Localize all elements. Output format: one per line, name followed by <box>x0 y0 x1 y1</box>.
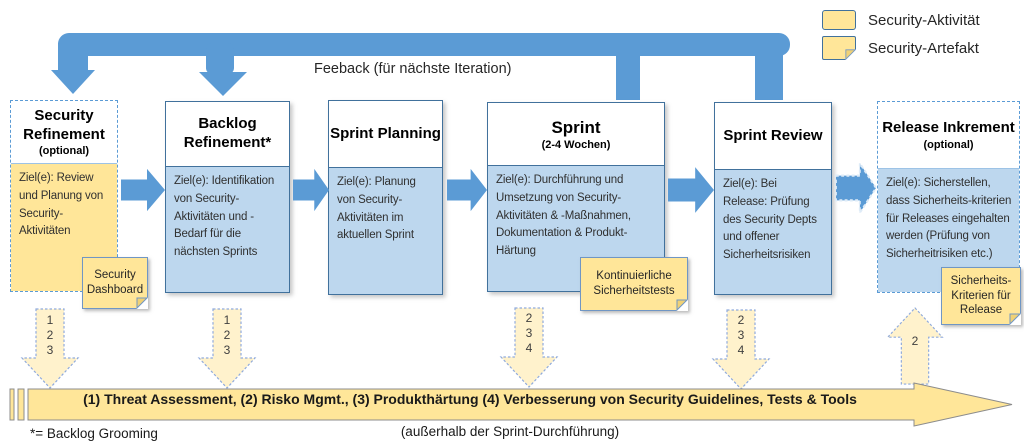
flow-arrow-1-icon <box>121 168 165 212</box>
box-title: Sprint Review <box>723 126 823 144</box>
activity-numbers: 2 3 4 <box>499 306 559 356</box>
box-subtitle: (optional) <box>38 145 90 158</box>
down-arrow-icon <box>711 309 771 390</box>
flow-arrow-4-icon <box>668 167 714 213</box>
legend-label: Security-Artefakt <box>868 39 979 57</box>
footnote-outside-sprint: (außerhalb der Sprint-Durchführung) <box>400 424 620 439</box>
down-arrow-icon <box>197 308 257 389</box>
folded-corner-icon <box>676 299 688 311</box>
down-arrow-icon <box>20 308 80 389</box>
flow-arrow-5-dashed-icon <box>835 161 877 215</box>
box-title: Security Refinement <box>23 106 105 143</box>
number: 3 <box>525 326 533 340</box>
box-security-refinement: Security Refinement (optional) Ziel(e): … <box>10 100 118 292</box>
note-label: Security Dashboard <box>86 269 144 296</box>
flow-arrow-3-icon <box>447 168 487 212</box>
activity-numbers: 2 3 4 <box>711 308 771 358</box>
legend-item-artefact: Security-Artefakt <box>822 35 980 61</box>
box-title: Backlog Refinement* <box>183 115 272 151</box>
feedback-loop-arrow <box>51 33 790 100</box>
number: 3 <box>223 343 231 357</box>
number: 2 <box>223 328 231 342</box>
legend-label: Security-Aktivität <box>868 11 980 29</box>
number: 2 <box>911 334 919 348</box>
activity-numbers-arrow-up: 2 <box>885 306 945 386</box>
number: 1 <box>223 313 231 327</box>
activities-banner-label: (1) Threat Assessment, (2) Risko Mgmt., … <box>83 391 857 407</box>
box-backlog-refinement: Backlog Refinement* Ziel(e): Identifikat… <box>165 101 290 293</box>
legend: Security-Aktivität Security-Artefakt <box>822 7 980 63</box>
activity-numbers: 2 <box>885 306 945 349</box>
activity-numbers-arrow-2: 1 2 3 <box>197 308 257 390</box>
activity-numbers: 1 2 3 <box>197 308 257 358</box>
box-title: Sprint Planning <box>330 124 441 142</box>
artefact-note-security-dashboard: Security Dashboard <box>82 257 148 309</box>
note-label: Kontinuierliche Sicherheitstests <box>593 270 675 297</box>
footnote-backlog-grooming: *= Backlog Grooming <box>30 426 158 441</box>
note-label: Sicherheits-Kriterien für Release <box>950 274 1012 317</box>
number: 4 <box>737 343 745 357</box>
activities-banner-arrow <box>9 382 1013 427</box>
folded-corner-icon <box>136 297 148 309</box>
box-header: Release Inkrement (optional) <box>878 102 1019 168</box>
folded-corner-icon <box>1009 313 1021 325</box>
flow-arrow-2-icon <box>293 168 329 212</box>
box-goal: Ziel(e): Identifikation von Security-Akt… <box>166 166 289 292</box>
number: 3 <box>46 343 54 357</box>
box-subtitle: (2-4 Wochen) <box>541 139 611 152</box>
artefact-swatch-icon <box>822 36 856 60</box>
box-goal: Ziel(e): Bei Release: Prüfung des Securi… <box>715 169 831 294</box>
legend-item-activity: Security-Aktivität <box>822 7 980 33</box>
box-release-inkrement: Release Inkrement (optional) Ziel(e): Si… <box>877 101 1020 293</box>
box-title: Sprint <box>551 117 601 137</box>
down-arrow-icon <box>499 307 559 388</box>
box-subtitle: (optional) <box>923 138 974 151</box>
box-header: Security Refinement (optional) <box>11 101 117 163</box>
activity-numbers: 1 2 3 <box>20 308 80 358</box>
number: 3 <box>737 328 745 342</box>
activity-swatch-icon <box>822 10 856 30</box>
artefact-note-kontinuierliche-sicherheitstests: Kontinuierliche Sicherheitstests <box>580 257 688 311</box>
box-title: Release Inkrement <box>882 119 1015 137</box>
number: 2 <box>46 328 54 342</box>
box-sprint-review: Sprint Review Ziel(e): Bei Release: Prüf… <box>714 102 832 295</box>
number: 1 <box>46 313 54 327</box>
activity-numbers-arrow-3: 2 3 4 <box>499 306 559 390</box>
box-header: Sprint Review <box>715 103 831 169</box>
folded-corner-icon <box>845 49 856 60</box>
box-sprint-planning: Sprint Planning Ziel(e): Planung von Sec… <box>328 100 443 295</box>
artefact-note-sicherheitskriterien: Sicherheits-Kriterien für Release <box>941 267 1021 325</box>
box-header: Sprint Planning <box>329 101 442 167</box>
box-sprint: Sprint (2-4 Wochen) Ziel(e): Durchführun… <box>487 102 665 292</box>
number: 2 <box>737 313 745 327</box>
number: 4 <box>525 341 533 355</box>
feedback-label: Feeback (für nächste Iteration) <box>314 61 512 77</box>
box-header: Sprint (2-4 Wochen) <box>488 103 664 165</box>
activity-numbers-arrow-1: 1 2 3 <box>20 308 80 390</box>
number: 2 <box>525 311 533 325</box>
box-header: Backlog Refinement* <box>166 102 289 166</box>
activity-numbers-arrow-4: 2 3 4 <box>711 308 771 392</box>
box-goal: Ziel(e): Planung von Security-Aktivitäte… <box>329 167 442 294</box>
